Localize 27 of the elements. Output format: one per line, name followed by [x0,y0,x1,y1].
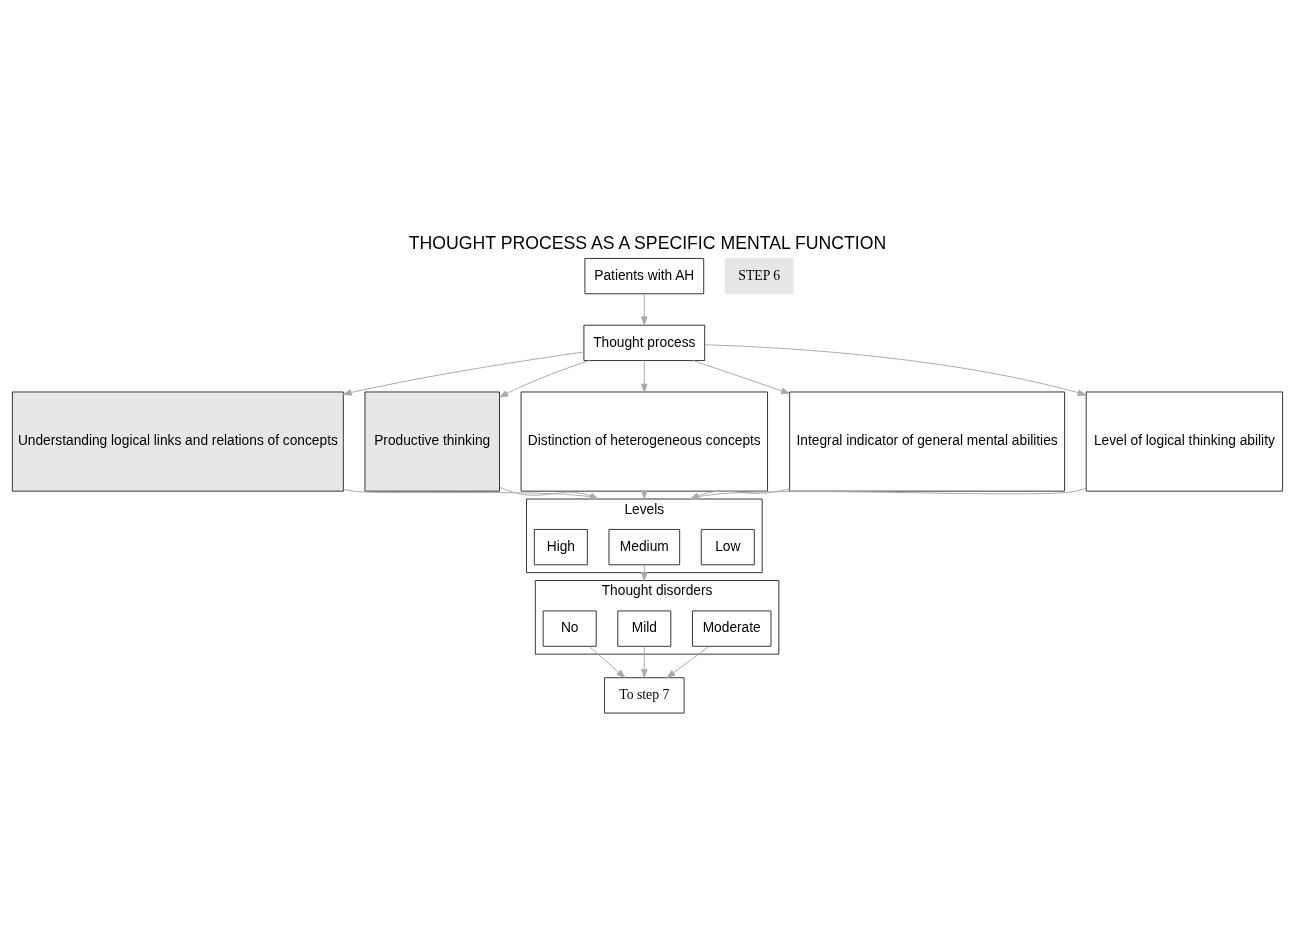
node-box: Productive thinking [364,391,500,492]
node-box: Low [700,528,755,566]
node-box: Thought process [583,324,706,362]
node-box: Medium [608,528,681,566]
node-box: To step 7 [604,677,685,714]
label: STEP 6 [738,267,781,283]
arrow [641,360,648,393]
arrow [342,351,585,396]
arrow [588,646,626,678]
arrow [641,293,648,326]
node-box: Level of logical thinking ability [1085,391,1284,492]
arrow [641,646,648,678]
node-box: Understanding logical links and relations of concepts [11,391,344,492]
node-box: Mild [617,610,672,647]
node-box: No [542,610,597,647]
node-box: Integral indicator of general mental abilities [789,391,1066,492]
arrow [692,360,790,395]
arrow [641,564,648,581]
node-box: High [533,528,588,566]
arrow [499,360,590,398]
arrow [689,487,1087,500]
arrow [689,488,790,500]
arrow [704,344,1087,396]
arrow [666,646,710,678]
node-box: Patients with AH [584,257,705,295]
diagram-title: THOUGHT PROCESS AS A SPECIFIC MENTAL FUNCTION [408,233,887,253]
node-box: Moderate [691,610,772,647]
